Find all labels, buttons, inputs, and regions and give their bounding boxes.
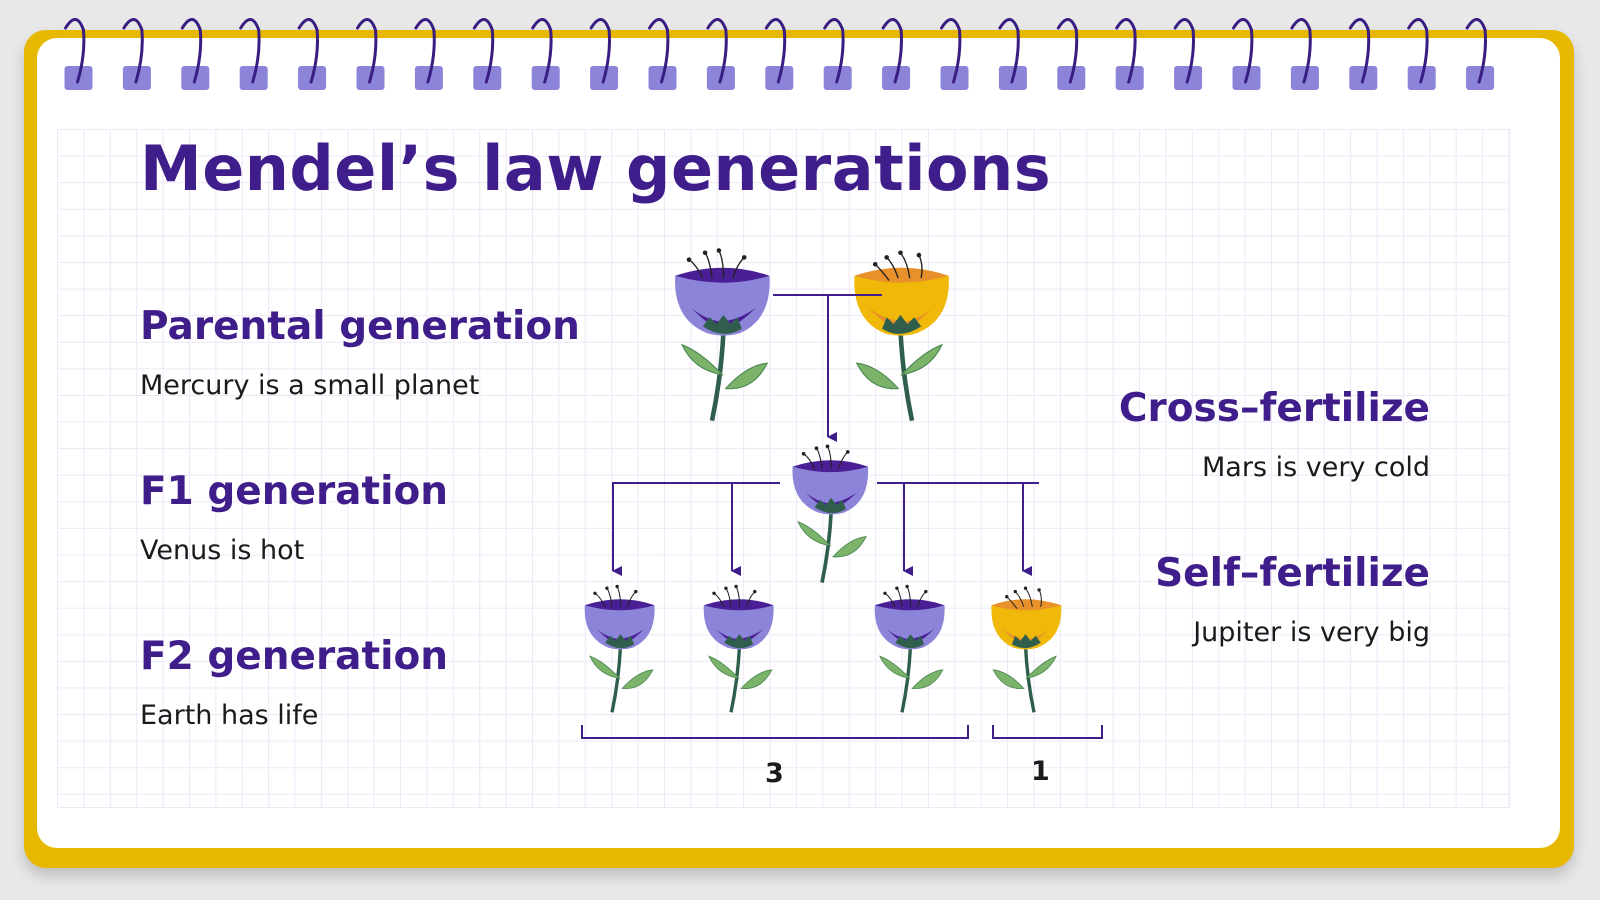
ring-wire xyxy=(1173,18,1195,84)
text-parental-generation: Mercury is a small planet xyxy=(140,370,480,401)
ring-wire xyxy=(823,18,845,84)
ring-wire xyxy=(122,18,144,84)
text-cross-fertilize: Mars is very cold xyxy=(1202,452,1430,483)
heading-parental-generation: Parental generation xyxy=(140,304,580,349)
heading-cross-fertilize: Cross–fertilize xyxy=(1118,386,1430,431)
heading-f2-generation: F2 generation xyxy=(140,634,449,679)
ring-wire xyxy=(531,18,553,84)
ring-wire xyxy=(414,18,436,84)
ring-wire xyxy=(297,18,319,84)
ring-wire xyxy=(1348,18,1371,84)
heading-f1-generation: F1 generation xyxy=(140,469,449,514)
ring-wire xyxy=(239,18,261,84)
ring-wire xyxy=(706,18,728,84)
text-f2-generation: Earth has life xyxy=(140,700,319,731)
ring-wire xyxy=(1465,18,1487,84)
graph-paper-grid xyxy=(57,129,1510,808)
text-f1-generation: Venus is hot xyxy=(140,535,305,566)
ring-wire xyxy=(1232,18,1254,84)
ring-wire xyxy=(356,18,378,84)
ring-wire xyxy=(1056,18,1079,84)
ring-wire xyxy=(64,18,86,84)
ring-wire xyxy=(1290,18,1312,84)
ring-wire xyxy=(472,18,495,84)
dominant-ratio-label: 3 xyxy=(765,758,784,789)
ring-wire xyxy=(648,18,670,84)
ring-wire xyxy=(180,18,203,84)
ring-wire xyxy=(1115,18,1137,84)
ring-wire xyxy=(1407,18,1429,84)
recessive-ratio-label: 1 xyxy=(1031,756,1050,787)
ring-wire xyxy=(589,18,611,84)
ring-wire xyxy=(998,18,1020,84)
text-self-fertilize: Jupiter is very big xyxy=(1193,617,1430,648)
heading-self-fertilize: Self–fertilize xyxy=(1155,551,1430,596)
page-title: Mendel’s law generations xyxy=(140,132,1052,205)
ring-wire xyxy=(940,18,962,84)
ring-wire xyxy=(764,18,787,84)
ring-wire xyxy=(881,18,903,84)
spiral-binding xyxy=(64,18,1495,90)
